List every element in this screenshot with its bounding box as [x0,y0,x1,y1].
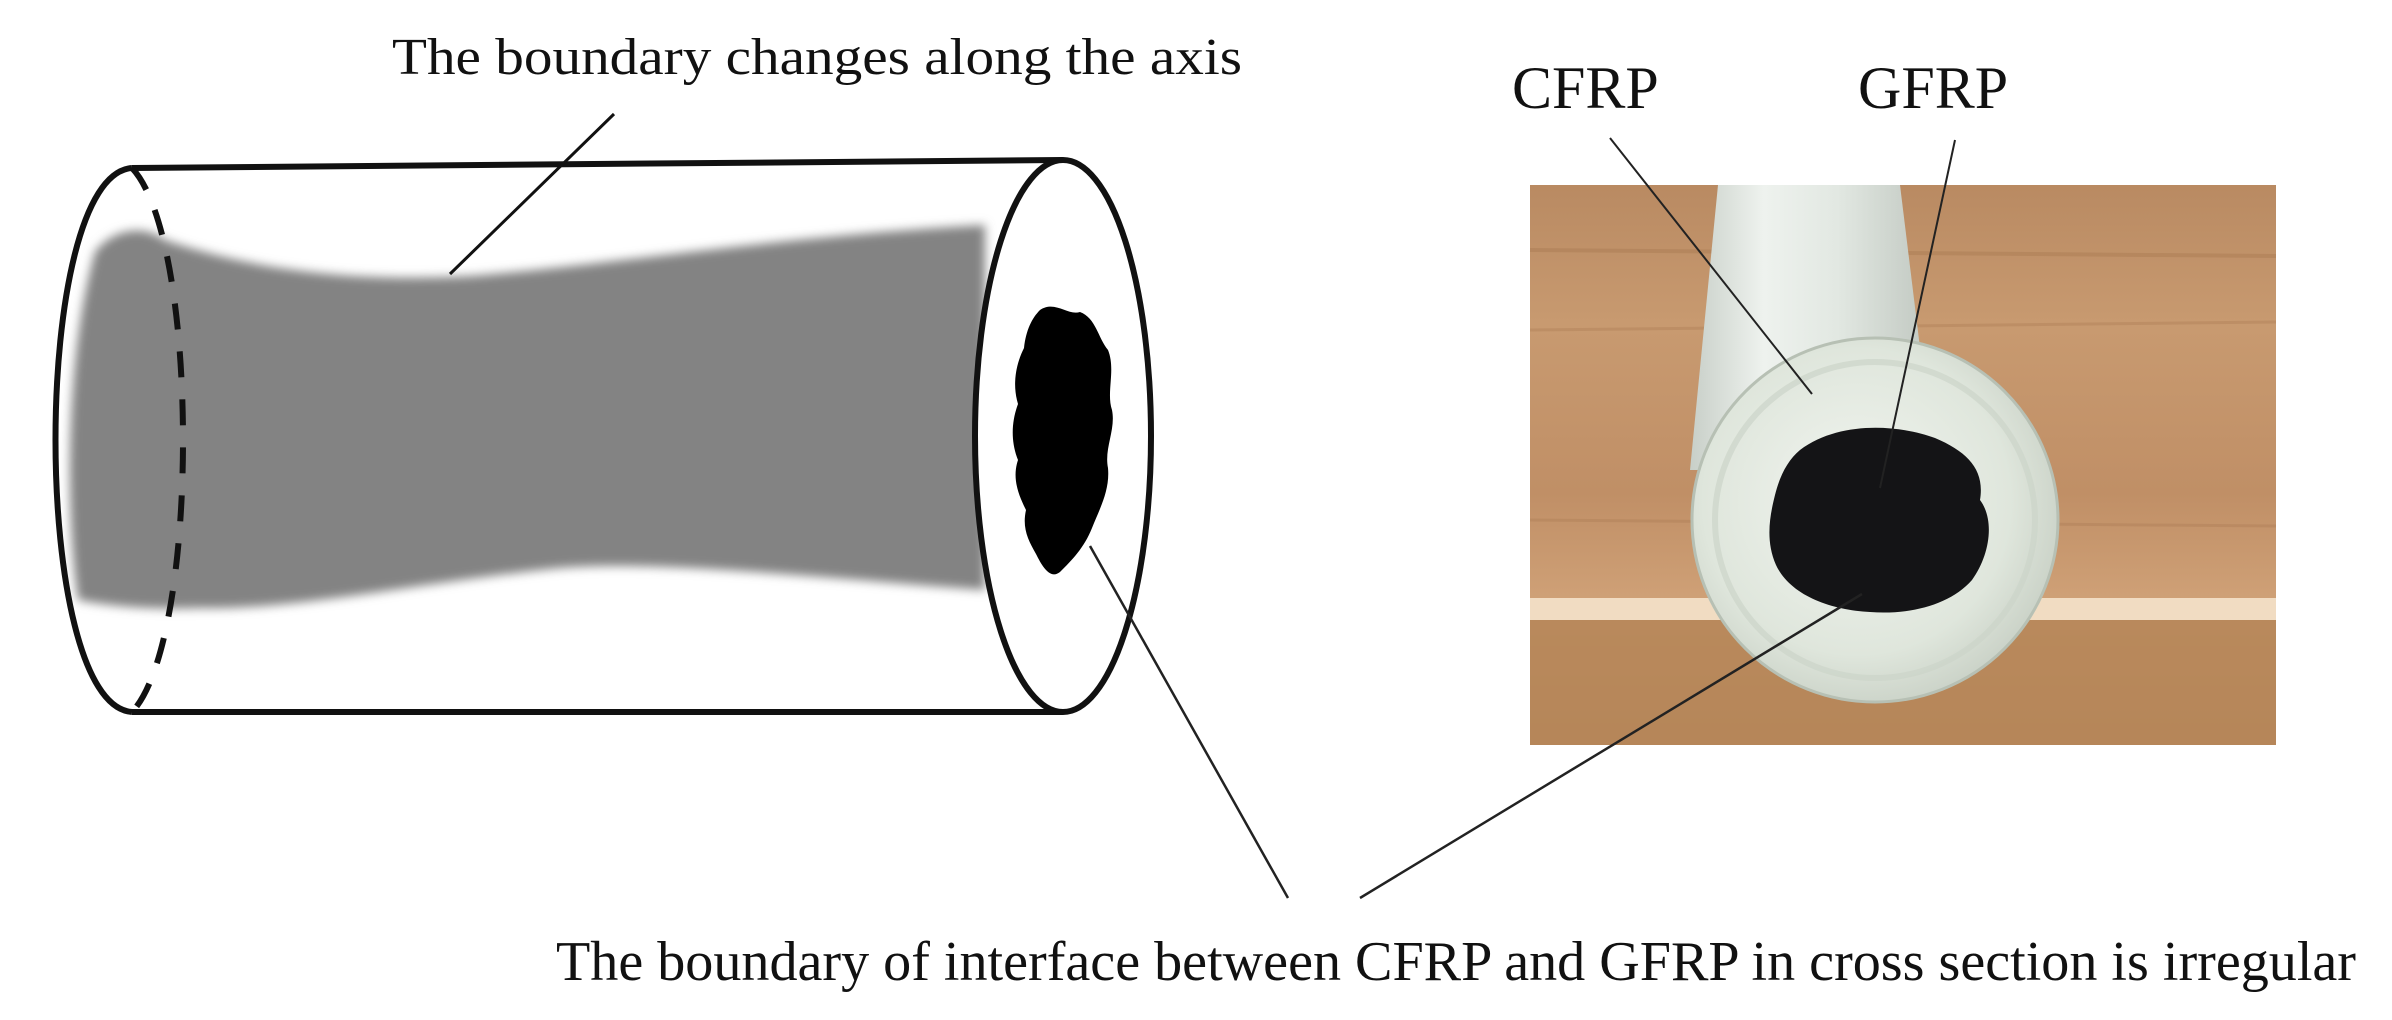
cross-section-leader-right [1359,592,1863,900]
axis-note-label: The boundary changes along the axis [392,29,1242,86]
gfrp-leader [1879,139,1956,489]
cross-section-leader-left [1088,545,1290,899]
cross-section-note-label: The boundary of interface between CFRP a… [556,931,2356,993]
cfrp-leader [1609,137,1813,395]
gfrp-core-longitudinal [69,225,985,609]
cylinder-left-end [52,165,133,715]
gfrp-core-cross-section [1012,306,1113,575]
rod-end-ring [1712,359,2038,681]
gfrp-label: GFRP [1858,55,2008,121]
axis-note-leader [448,112,616,276]
schematic-cylinder [52,112,1154,715]
rod-core [1769,427,1989,613]
cfrp-label: CFRP [1512,55,1659,121]
specimen-photo [1529,185,2277,745]
cylinder-top-edge [131,157,1064,171]
cylinder-left-end-hidden [129,165,186,715]
